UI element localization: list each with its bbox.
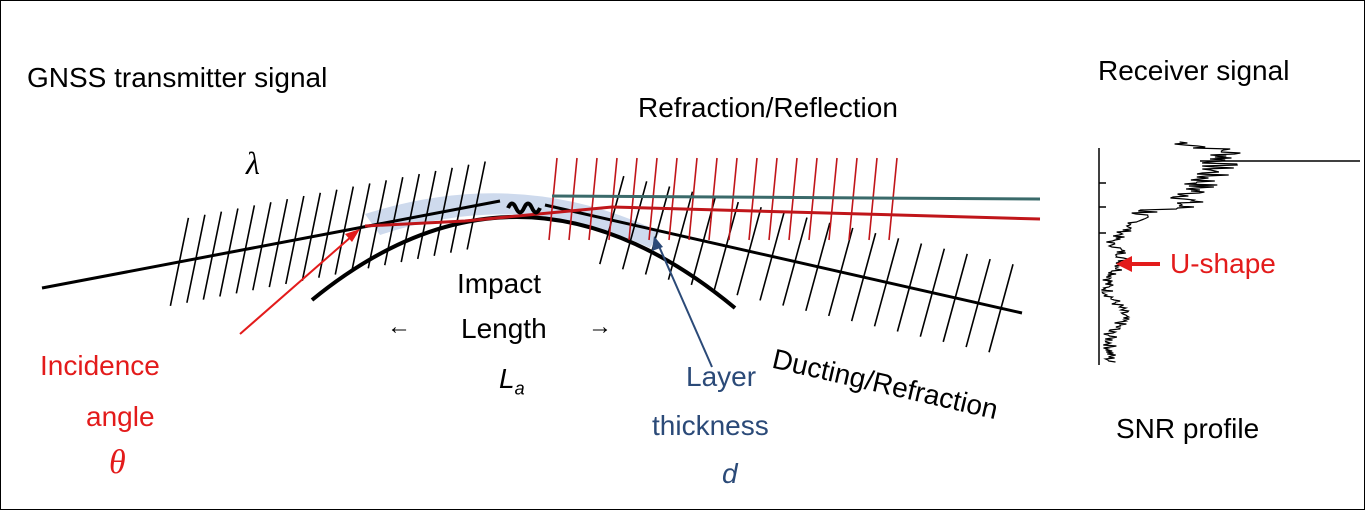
wavefront-tick	[708, 157, 718, 241]
wavefront-tick	[688, 157, 698, 241]
thickness-pointer	[657, 243, 713, 368]
ushape-arrowhead	[1116, 256, 1132, 272]
wavefront-tick	[169, 217, 190, 307]
transmitter-label: GNSS transmitter signal	[27, 62, 328, 93]
wavefront-tick	[850, 232, 877, 322]
impact-length-symbol: La	[499, 363, 525, 399]
thickness-arrowhead	[652, 236, 663, 251]
wavefront-tick	[728, 157, 738, 241]
left-arrow: ←	[387, 313, 411, 340]
wavefront-tick	[965, 258, 991, 348]
wavefront-tick	[350, 183, 371, 272]
incidence-pointer	[239, 235, 353, 335]
wavefront-tick	[334, 186, 355, 275]
atmospheric-layer	[365, 193, 660, 248]
wavefront-tick	[748, 157, 758, 241]
wavefront-tick	[988, 264, 1014, 353]
wavefront-tick	[268, 198, 289, 288]
wavefront-tick	[942, 253, 968, 343]
wavefront-tick	[285, 195, 305, 285]
ducting-ray	[544, 203, 1023, 315]
wavefront-tick	[644, 186, 671, 275]
thickness-label: thickness	[652, 410, 769, 441]
right-arrow: →	[588, 313, 612, 340]
wavefront-tick	[667, 191, 694, 280]
wavefront-tick	[668, 157, 678, 241]
incoming-ray	[41, 199, 501, 290]
reflected-ray	[551, 194, 1041, 201]
refracted-ray	[364, 205, 1041, 228]
wavefront-tick	[202, 211, 223, 300]
impact-label: Impact	[457, 268, 542, 299]
layer-label: Layer	[686, 361, 757, 392]
wavefront-tick	[235, 205, 256, 294]
wavefront-tick	[416, 170, 437, 260]
wavefront-tick	[599, 175, 625, 265]
wavefront-tick	[628, 157, 638, 241]
theta-symbol: θ	[109, 444, 126, 481]
wavefront-tick	[788, 157, 798, 241]
wavefront-tick	[466, 161, 486, 250]
wavefront-tick	[648, 157, 658, 241]
wavefront-tick	[713, 201, 740, 291]
wavefront-tick	[759, 212, 785, 301]
wave-squiggle	[506, 201, 542, 215]
wavefront-tick	[252, 202, 272, 291]
wavefront-tick	[568, 157, 578, 241]
wavefront-tick	[219, 208, 239, 297]
d-symbol: d	[722, 458, 738, 489]
refraction-reflection-label: Refraction/Reflection	[638, 92, 898, 123]
wavefront-tick	[919, 248, 946, 337]
wavefront-tick	[588, 157, 598, 241]
snr-axis-ticks	[1099, 182, 1106, 234]
incoming-wavefronts	[169, 161, 486, 307]
wavefront-tick	[873, 238, 900, 327]
wavefront-tick	[400, 173, 421, 263]
angle-label: angle	[86, 401, 155, 432]
wavefront-tick	[433, 167, 453, 256]
incidence-label: Incidence	[40, 350, 160, 381]
wavefront-tick	[736, 207, 762, 296]
wavefront-tick	[782, 217, 808, 306]
wavefront-tick	[805, 222, 831, 311]
incidence-arrowhead	[345, 229, 360, 242]
wavefront-tick	[768, 157, 778, 241]
ushape-label: U-shape	[1170, 248, 1276, 279]
snr-trace	[1101, 141, 1241, 363]
length-label: Length	[461, 313, 547, 344]
wavefront-tick	[608, 157, 618, 241]
wavefront-tick	[301, 192, 322, 282]
wavefront-tick	[896, 243, 923, 332]
wavefront-tick	[548, 157, 558, 241]
wavefront-tick	[827, 227, 854, 317]
snr-profile-label: SNR profile	[1116, 413, 1260, 444]
wavelength-symbol: λ	[246, 145, 260, 181]
receiver-label: Receiver signal	[1098, 55, 1290, 86]
wavefront-tick	[186, 214, 206, 303]
wavefront-tick	[449, 164, 470, 253]
wavefront-tick	[383, 177, 404, 266]
